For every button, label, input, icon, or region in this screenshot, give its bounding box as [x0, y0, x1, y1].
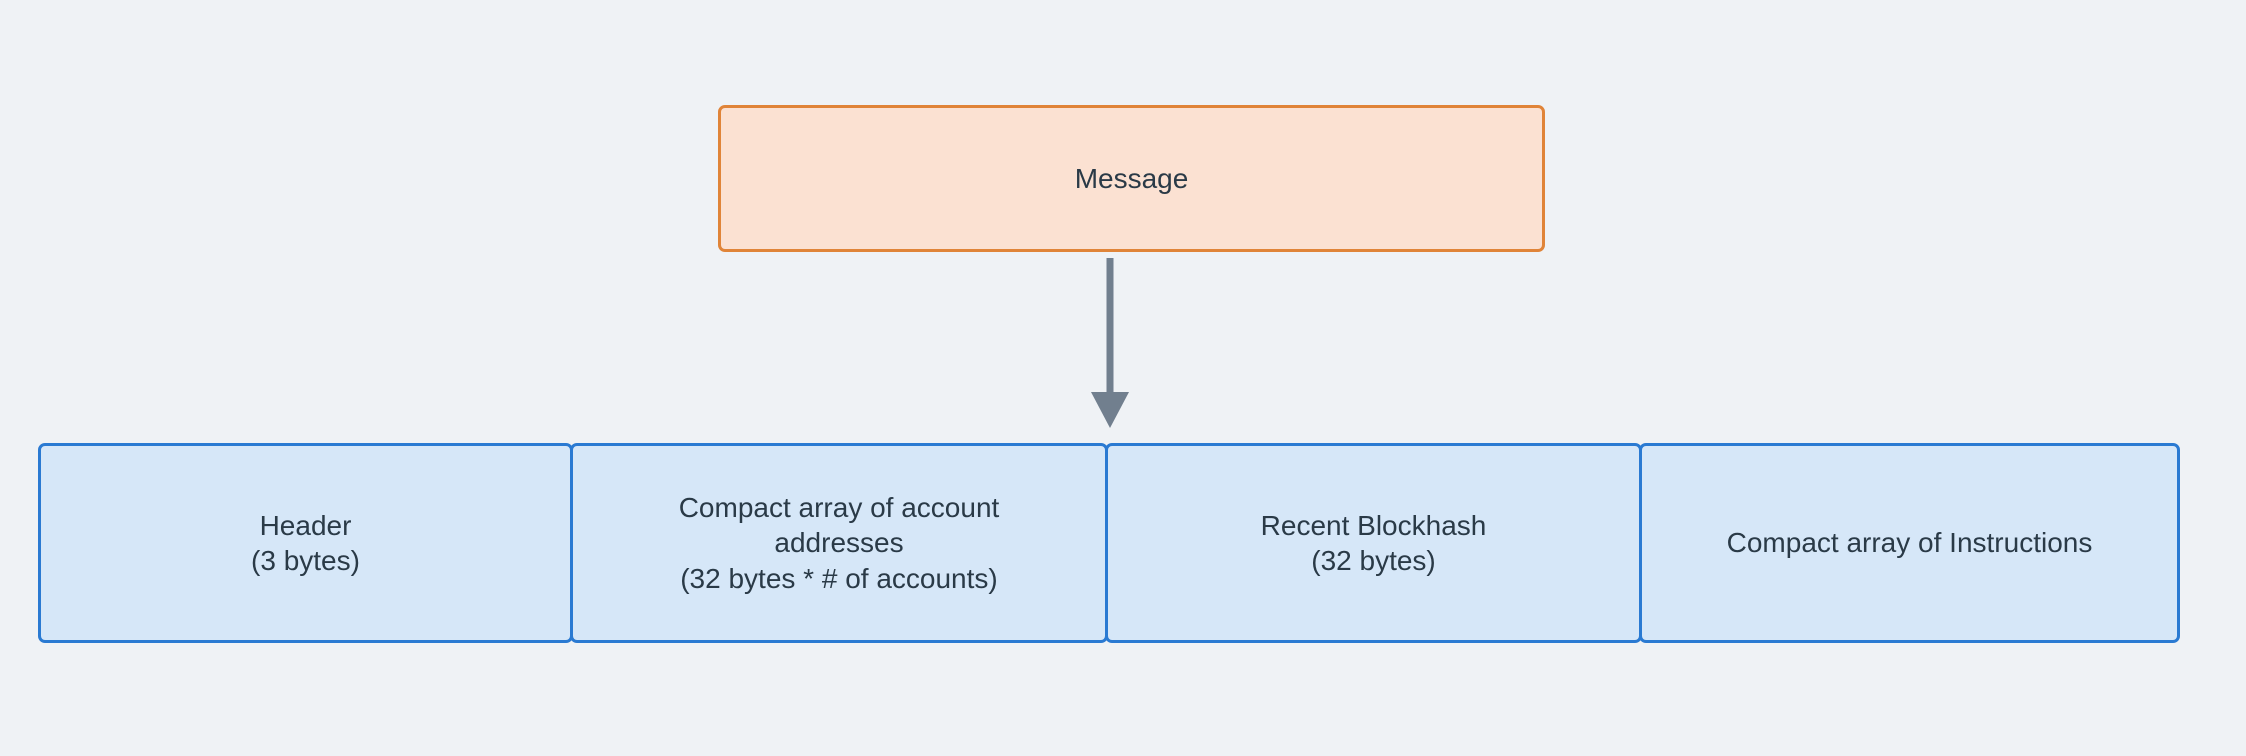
field-box-account-addresses[interactable]: Compact array of account addresses (32 b…: [570, 443, 1108, 643]
field-box-instructions[interactable]: Compact array of Instructions: [1639, 443, 2180, 643]
field-label-account-addresses: Compact array of account addresses (32 b…: [678, 492, 1000, 594]
field-label-instructions: Compact array of Instructions: [1726, 527, 2093, 559]
down-arrow-icon: [1091, 258, 1129, 428]
message-node-label: Message: [1074, 163, 1189, 194]
field-box-recent-blockhash[interactable]: Recent Blockhash (32 bytes): [1105, 443, 1642, 643]
field-label-header: Header (3 bytes): [251, 509, 360, 576]
field-label-recent-blockhash: Recent Blockhash (32 bytes): [1260, 509, 1487, 576]
message-node[interactable]: Message: [718, 105, 1545, 252]
field-box-header[interactable]: Header (3 bytes): [38, 443, 573, 643]
message-fields-row: Header (3 bytes) Compact array of accoun…: [38, 443, 2180, 643]
